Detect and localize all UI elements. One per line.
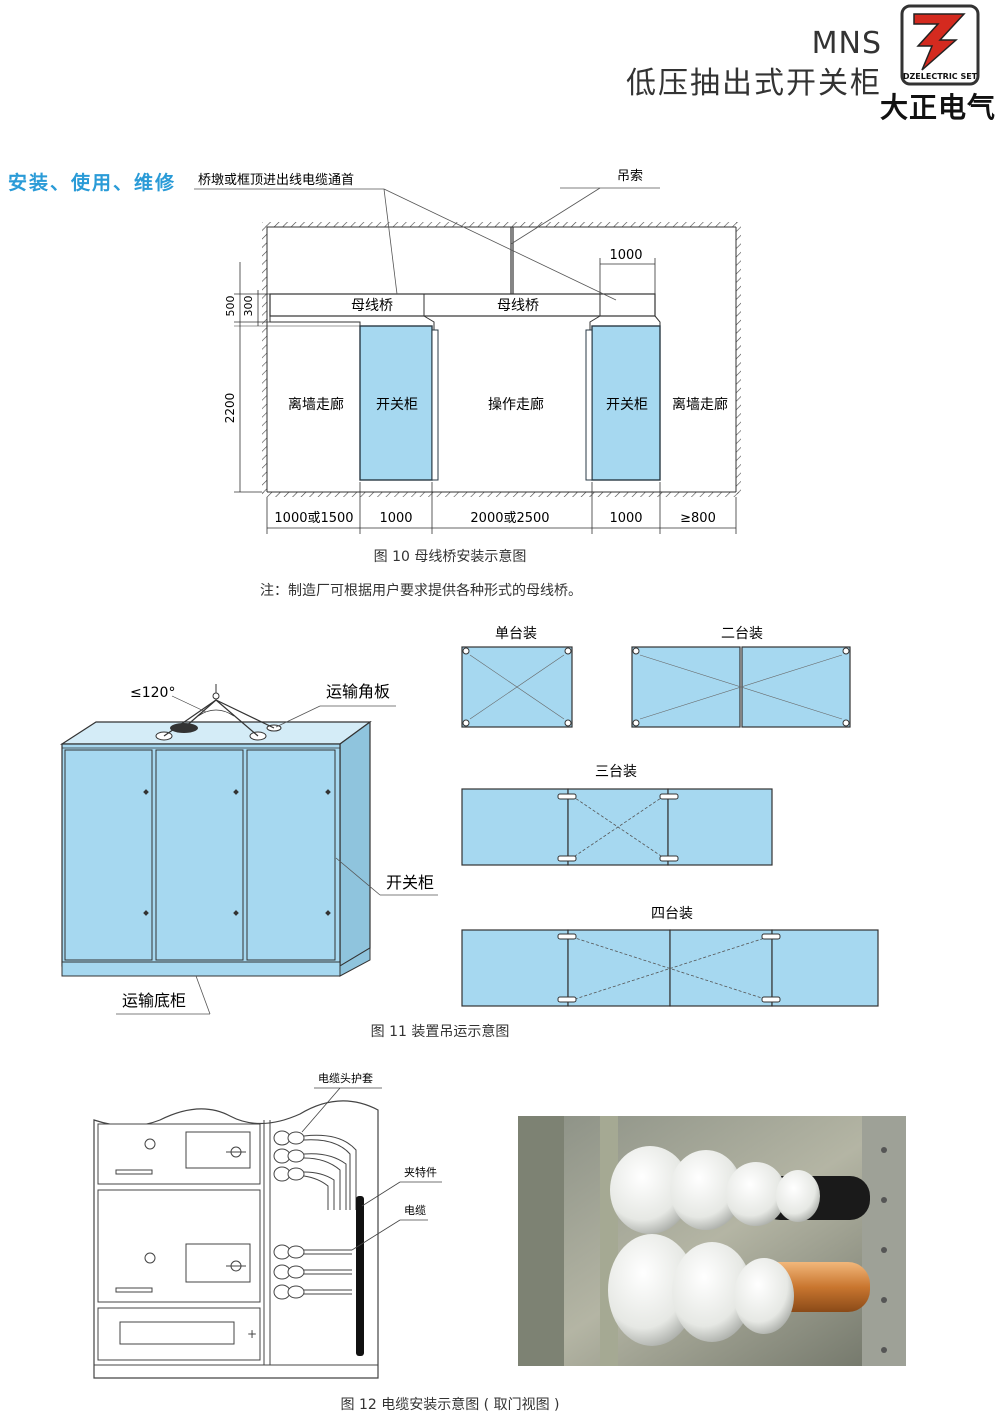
- plan-quad-a: [461, 929, 569, 1007]
- cabinet-side-face: [339, 720, 371, 968]
- bus-bridge: [269, 293, 656, 317]
- plan-quad-b: [567, 929, 671, 1007]
- cable-clamp-bar: [356, 1196, 364, 1356]
- floor: [262, 492, 741, 497]
- label-transport-base: 运输底柜: [122, 991, 186, 1010]
- plan-triple-a: [461, 788, 569, 866]
- label-transport-angle-plate: 运输角板: [326, 682, 390, 701]
- product-name: 低压抽出式开关柜: [626, 66, 882, 101]
- ceiling-wall: [262, 222, 740, 227]
- label-cable: 电缆: [404, 1204, 426, 1217]
- dim-2200: 2200: [223, 393, 237, 424]
- lock-knob-icon: [144, 1138, 156, 1150]
- logo-text: DZELECTRIC SET: [903, 72, 978, 81]
- dim-bottom-5: ≥800: [680, 511, 716, 526]
- figure-12-cable-diagram: + 电缆头护套 夹特件 电缆: [93, 1071, 906, 1379]
- label-sling: 吊索: [617, 169, 643, 184]
- dim-bottom-3: 2000或2500: [470, 511, 549, 526]
- label-cable-head-sleeve: 电缆头护套: [318, 1071, 373, 1085]
- label-cabinet-left: 开关柜: [376, 397, 418, 413]
- cable-boots: [273, 1130, 305, 1300]
- title-triple: 三台装: [595, 764, 637, 780]
- cable-boot-photo: [518, 1116, 906, 1366]
- section-heading: 安装、使用、维修: [8, 172, 177, 194]
- lock-knob-icon-2: [144, 1252, 156, 1264]
- plan-double-b: [741, 646, 851, 728]
- title-single: 单台装: [495, 626, 537, 642]
- figure-12-caption: 图 12 电缆安装示意图 ( 取门视图 ): [340, 1397, 560, 1413]
- dim-bottom-2: 1000: [379, 511, 412, 526]
- figure-10-note: 注：制造厂可根据用户要求提供各种形式的母线桥。: [260, 583, 582, 599]
- dim-300: 300: [242, 296, 255, 317]
- label-cabinet-right: 开关柜: [606, 397, 648, 413]
- dim-bottom-4: 1000: [609, 511, 642, 526]
- dim-top-1000: 1000: [609, 248, 642, 263]
- label-bus-bridge-left: 母线桥: [351, 298, 393, 314]
- transport-base: [61, 961, 341, 977]
- label-clamp: 夹特件: [404, 1165, 437, 1179]
- dim-bottom-1: 1000或1500: [274, 511, 353, 526]
- figure-10-bus-bridge-diagram: 母线桥 母线桥 离墙走廊 开关柜 操作走廊 开关柜 离墙走廊 桥墩或框顶进出线电…: [194, 169, 741, 534]
- label-wall-corridor-left: 离墙走廊: [288, 396, 344, 413]
- plan-quad-d: [771, 929, 879, 1007]
- hook-icon: [212, 692, 220, 700]
- brand-name: 大正电气: [879, 91, 996, 124]
- label-operation-corridor: 操作走廊: [488, 396, 544, 413]
- title-quad: 四台装: [651, 906, 693, 922]
- lightning-logo-icon: [913, 13, 966, 71]
- dim-500: 500: [224, 296, 237, 317]
- label-cable-entry: 桥墩或框顶进出线电缆通首: [198, 172, 354, 188]
- product-code: MNS: [811, 26, 882, 61]
- angle-label: ≤120°: [130, 685, 175, 701]
- figure-10-caption: 图 10 母线桥安装示意图: [373, 549, 527, 565]
- plan-quad-c: [669, 929, 773, 1007]
- cabinet-right: [591, 325, 661, 481]
- svg-text:+: +: [247, 1327, 257, 1341]
- label-wall-corridor-right: 离墙走廊: [672, 396, 728, 413]
- figure-11-caption: 图 11 装置吊运示意图: [370, 1024, 510, 1040]
- brand-logo: DZELECTRIC SET: [900, 4, 980, 86]
- right-wall: [736, 222, 741, 494]
- plan-triple-c: [667, 788, 773, 866]
- label-bus-bridge-center: 母线桥: [497, 298, 539, 314]
- cabinet-top-face: [59, 721, 372, 745]
- figure-11-lifting-diagram: ≤120° 运输角板 开关柜 运输底柜 单台装 二台装 三台装 四台装: [59, 626, 879, 1015]
- title-double: 二台装: [721, 626, 763, 642]
- label-cabinet: 开关柜: [386, 873, 434, 892]
- left-wall: [262, 222, 267, 494]
- plan-double-a: [631, 646, 741, 728]
